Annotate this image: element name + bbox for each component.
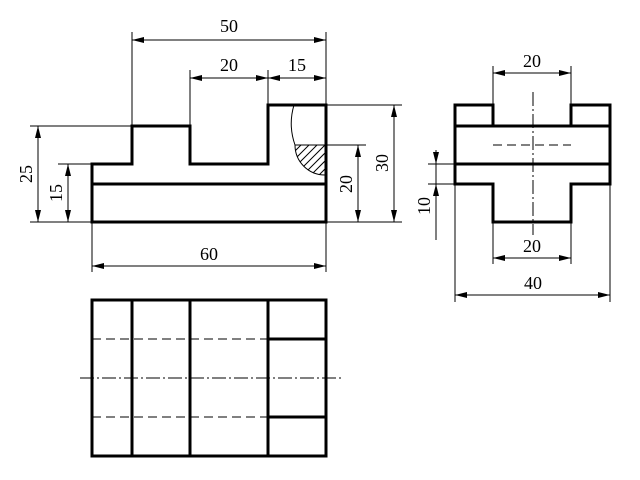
dim-front-width: 50 bbox=[220, 16, 238, 36]
dim-front-slot: 20 bbox=[220, 55, 238, 75]
dim-front-height-25: 25 bbox=[16, 165, 36, 183]
dim-front-right: 15 bbox=[288, 55, 306, 75]
dim-front-section: 20 bbox=[336, 175, 356, 193]
dim-side-height: 10 bbox=[414, 197, 434, 215]
dim-side-top: 20 bbox=[523, 51, 541, 71]
dim-front-height-30: 30 bbox=[372, 154, 392, 172]
front-view: 50 20 15 25 15 20 30 60 bbox=[16, 16, 402, 272]
side-view: 20 10 20 40 bbox=[414, 51, 612, 302]
dim-front-length: 60 bbox=[200, 244, 218, 264]
dim-front-base: 15 bbox=[46, 184, 66, 202]
break-curve bbox=[290, 104, 296, 146]
dim-side-bottom: 20 bbox=[523, 236, 541, 256]
dim-side-width: 40 bbox=[524, 273, 542, 293]
top-view bbox=[80, 298, 342, 458]
